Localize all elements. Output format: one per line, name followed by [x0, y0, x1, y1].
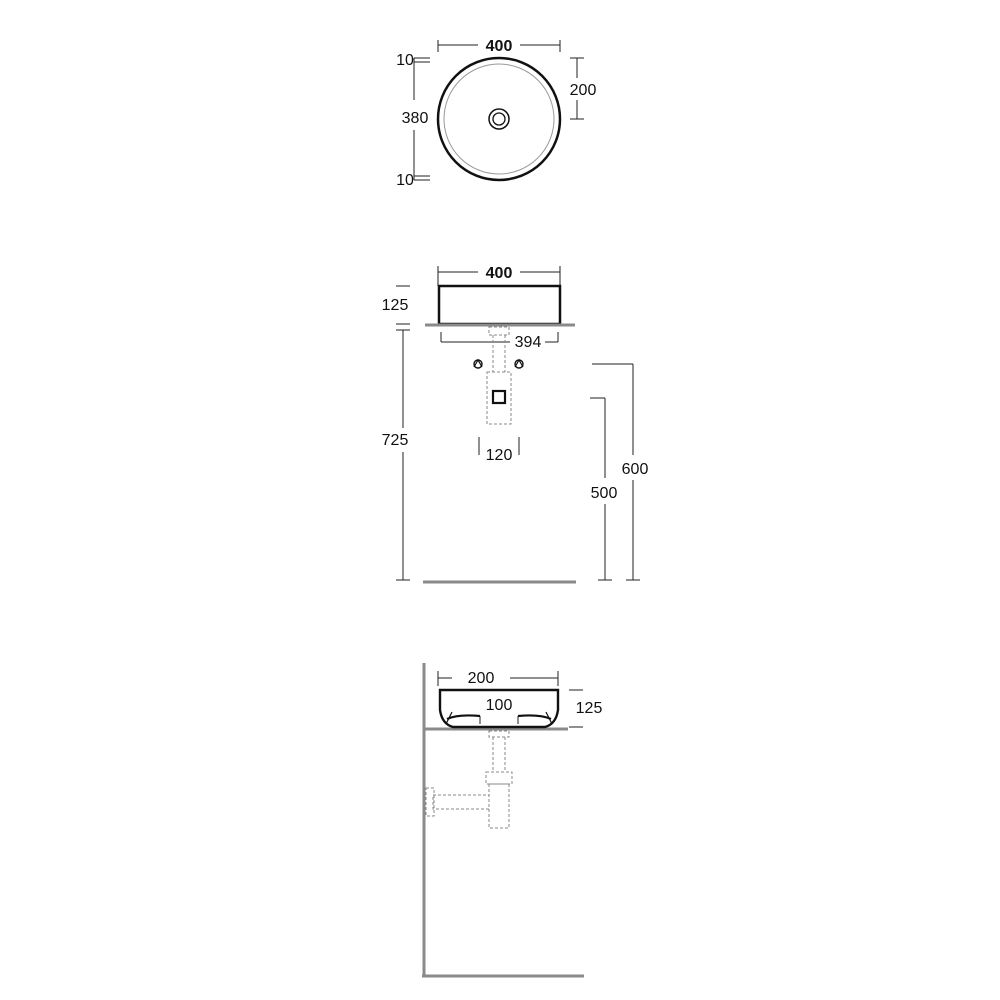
top-depth-label: 200 [570, 82, 597, 99]
top-rim-top-label: 10 [396, 52, 414, 69]
front-basin-body [437, 284, 562, 326]
side-basin-inner-left [445, 711, 453, 725]
front-counter-height-label: 725 [382, 432, 409, 449]
top-view: 400 200 10 380 10 [396, 38, 596, 189]
side-basin-bowl-left [446, 714, 481, 721]
top-basin-inner-rim [443, 63, 555, 175]
top-drain-inner [492, 112, 506, 126]
side-view: 200 100 125 [422, 663, 603, 978]
front-view: 400 125 394 120 [382, 265, 649, 584]
top-drain-outer [488, 108, 510, 130]
front-height-label: 125 [382, 297, 409, 314]
side-drain-offset-label: 100 [486, 697, 513, 714]
front-supply-valve-left [473, 358, 483, 369]
front-waste-height-label: 600 [622, 461, 649, 478]
side-depth-label: 200 [468, 670, 495, 687]
side-height-label: 125 [576, 700, 603, 717]
side-basin-outline [438, 688, 560, 729]
front-base-label: 394 [515, 334, 542, 351]
front-trap-body [486, 371, 512, 425]
top-rim-bottom-label: 10 [396, 172, 414, 189]
side-waste-trap [425, 730, 513, 829]
front-width-label: 400 [486, 265, 513, 282]
top-width-label: 400 [486, 38, 513, 55]
front-trap-label: 120 [486, 447, 513, 464]
front-waste-flange [488, 326, 510, 336]
front-supply-valve-right [514, 358, 524, 369]
front-trap-outlet [491, 389, 507, 405]
top-basin-outer-rim [436, 56, 562, 182]
side-basin-bowl-right [517, 714, 552, 721]
side-basin-inner-right [545, 711, 553, 725]
top-inner-label: 380 [402, 110, 429, 127]
front-supply-height-label: 500 [591, 485, 618, 502]
